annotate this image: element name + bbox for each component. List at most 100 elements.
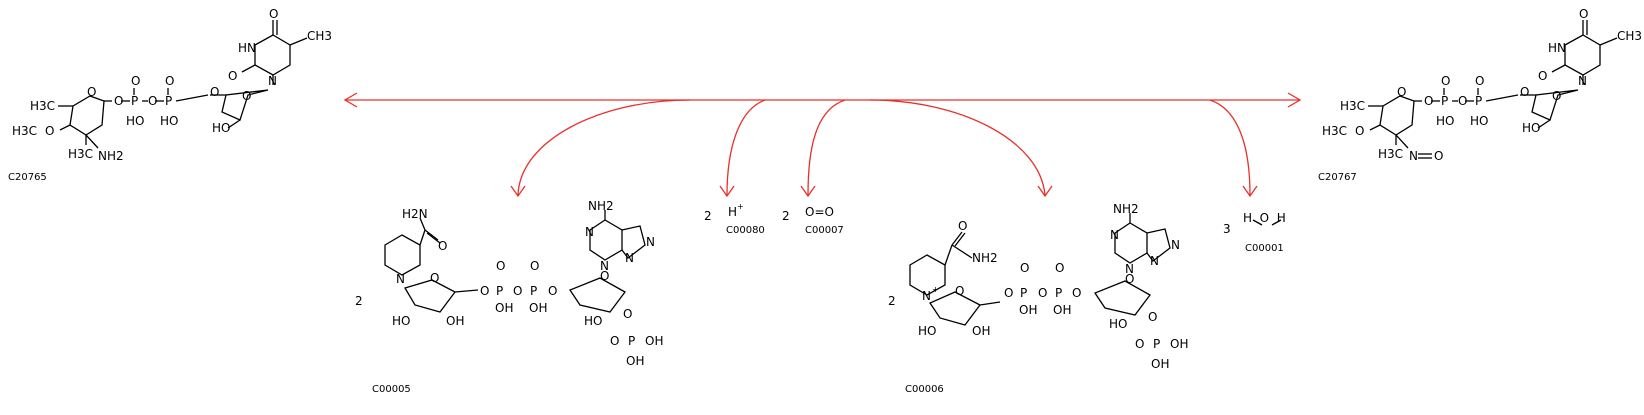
atom-h3c: H3C	[68, 147, 93, 161]
atom-h3c: H3C	[1322, 124, 1347, 138]
atom-nh2: NH2	[98, 149, 124, 163]
atom-o: O	[210, 85, 219, 99]
atom-oh: OH	[972, 324, 990, 338]
charge-plus: +	[737, 202, 744, 211]
atom-o: O	[1579, 7, 1588, 21]
compound-id-c00007: C00007	[805, 225, 844, 236]
atom-o: O	[87, 85, 96, 99]
atom-o: O	[1355, 124, 1364, 138]
atom-oh: OH	[1053, 303, 1071, 317]
atom-o: O	[1520, 85, 1529, 99]
atom-oh: OH	[1170, 337, 1188, 351]
atom-o: O	[242, 89, 251, 103]
compound-id-c00080: C00080	[726, 225, 765, 236]
atom-o: O	[1135, 337, 1144, 351]
atom-n: N	[1150, 254, 1159, 268]
atom-n: N	[1110, 228, 1119, 242]
coefficient: 2	[355, 294, 363, 308]
atom-o: O	[1552, 89, 1561, 103]
atom-h2n: H2N	[402, 207, 428, 221]
charge-plus: +	[932, 285, 939, 294]
atom-oh: OH	[1151, 357, 1169, 371]
atom-oh: OH	[626, 354, 644, 368]
atom-ho: HO	[1470, 114, 1488, 128]
atom-hn: HN	[1548, 41, 1566, 55]
atom-ho: HO	[1522, 121, 1540, 135]
atom-ho: HO	[1109, 317, 1127, 331]
atom-n: N	[600, 259, 609, 273]
atom-nh2: NH2	[1113, 202, 1139, 216]
reaction-arrows	[343, 92, 1302, 198]
compound-id-c00006: C00006	[905, 384, 944, 395]
atom-o: O	[1004, 286, 1013, 300]
atom-p: P	[1475, 94, 1482, 108]
atom-p: P	[1055, 286, 1062, 300]
atom-o: O	[610, 334, 619, 348]
atom-o: O	[1434, 149, 1443, 163]
formula-h: H	[728, 205, 737, 219]
atom-o: O	[430, 271, 439, 285]
product-molecule: O O CH3 HN N O O O O P P O O HO HO HO O …	[1318, 7, 1642, 183]
atom-o: O	[1397, 85, 1406, 99]
compound-id-c00001: C00001	[1245, 243, 1284, 254]
atom-o: O	[513, 284, 522, 298]
substrate-molecule: O O CH3 HN N O O O O P P O O HO HO HO O …	[8, 7, 332, 183]
atom-o: O	[1055, 261, 1064, 275]
atom-ch3: CH3	[1617, 29, 1642, 43]
water: 3 H O H C00001	[1223, 211, 1286, 254]
atom-o: O	[623, 307, 632, 321]
atom-o: O	[1020, 261, 1029, 275]
atom-h3c: H3C	[1378, 147, 1403, 161]
compound-id-c20765: C20765	[8, 172, 47, 183]
atom-o: O	[1072, 286, 1081, 300]
atom-o: O	[269, 7, 278, 21]
formula-h2o: H O H	[1243, 211, 1286, 225]
atom-ho: HO	[392, 314, 410, 328]
atom-o: O	[958, 219, 967, 233]
formula-o2: O=O	[805, 205, 834, 219]
atom-p: P	[1441, 94, 1448, 108]
atom-oh: OH	[495, 301, 513, 315]
nadp-molecule: 2 O NH2 N + O O P P O O O OH OH O HO OH …	[888, 202, 1188, 395]
atom-o: O	[45, 124, 54, 138]
atom-oh: OH	[446, 314, 464, 328]
coefficient: 3	[1223, 222, 1231, 236]
atom-n: N	[625, 251, 634, 265]
atom-oh: OH	[1019, 303, 1037, 317]
atom-n: N	[646, 235, 655, 249]
atom-ho: HO	[918, 324, 936, 338]
atom-oh: OH	[529, 301, 547, 315]
atom-n: N	[396, 272, 405, 286]
atom-o: O	[496, 259, 505, 273]
atom-o: O	[148, 94, 157, 108]
curve-to-nadp	[869, 99, 1046, 196]
atom-n: N	[585, 225, 594, 239]
curve-to-oxygen	[807, 99, 846, 196]
curve-to-water	[1209, 99, 1251, 196]
atom-p: P	[530, 284, 537, 298]
atom-o: O	[1441, 74, 1450, 88]
atom-oh: OH	[645, 334, 663, 348]
compound-id-c20767: C20767	[1318, 172, 1357, 183]
coefficient: 2	[704, 209, 712, 223]
atom-o: O	[548, 284, 557, 298]
atom-nh2: NH2	[972, 251, 998, 265]
atom-ho: HO	[126, 114, 144, 128]
atom-o: O	[1125, 272, 1134, 286]
atom-o: O	[955, 284, 964, 298]
atom-o: O	[480, 284, 489, 298]
coefficient: 2	[888, 294, 896, 308]
atom-o: O	[1148, 310, 1157, 324]
atom-ho: HO	[1436, 114, 1454, 128]
atom-o: O	[600, 269, 609, 283]
atom-ho: HO	[160, 114, 178, 128]
atom-h3c: H3C	[1340, 99, 1365, 113]
atom-n: N	[268, 74, 277, 88]
atom-o: O	[165, 74, 174, 88]
atom-ho: HO	[212, 121, 230, 135]
atom-o: O	[1424, 94, 1433, 108]
atom-p: P	[1153, 337, 1160, 351]
atom-o: O	[530, 259, 539, 273]
left-arrowhead	[343, 92, 358, 108]
